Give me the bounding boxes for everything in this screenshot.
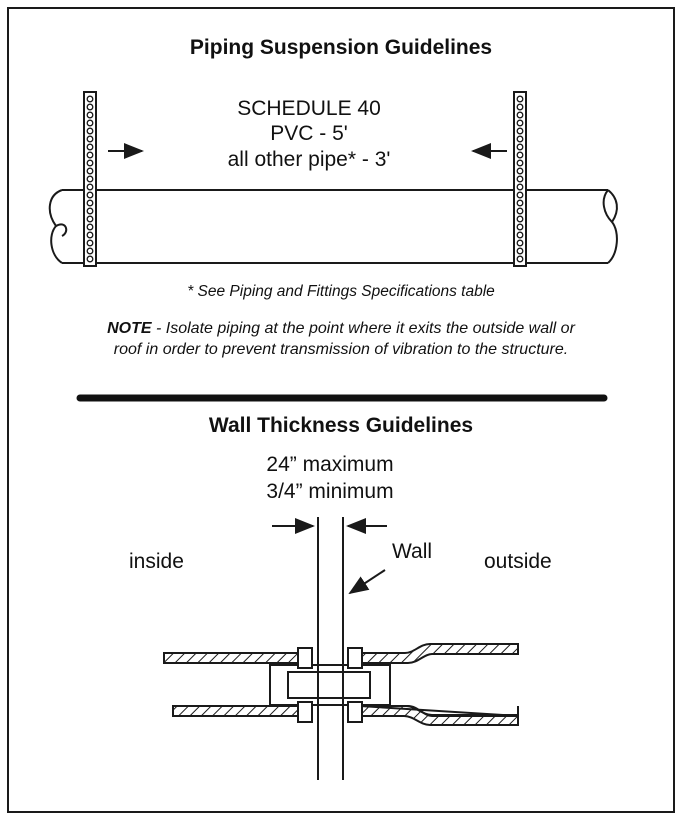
strap-hole <box>516 119 524 127</box>
strap-hole <box>86 167 94 175</box>
diagram-frame <box>7 7 675 813</box>
min-thickness-label: 3/4” minimum <box>266 480 394 503</box>
strap-hole <box>86 215 94 223</box>
spacing-label-other: all other pipe* - 3' <box>227 148 391 171</box>
strap-hole <box>86 239 94 247</box>
strap-hole <box>86 175 94 183</box>
wall-pointer-arrow <box>348 569 386 595</box>
strap-hole <box>86 119 94 127</box>
hanger-strap-right <box>513 91 527 267</box>
strap-hole <box>516 199 524 207</box>
strap-hole <box>516 127 524 135</box>
spacing-label-schedule: SCHEDULE 40 <box>237 97 381 120</box>
spacing-label-pvc: PVC - 5' <box>270 122 348 145</box>
strap-hole <box>86 95 94 103</box>
strap-hole <box>86 135 94 143</box>
strap-hole <box>86 207 94 215</box>
strap-hole <box>516 207 524 215</box>
strap-hole <box>86 199 94 207</box>
strap-hole <box>516 247 524 255</box>
strap-hole <box>516 223 524 231</box>
strap-hole <box>86 255 94 263</box>
strap-hole <box>516 215 524 223</box>
isolation-note: NOTE - Isolate piping at the point where… <box>107 318 575 360</box>
strap-hole <box>86 159 94 167</box>
strap-hole <box>516 111 524 119</box>
strap-hole <box>86 151 94 159</box>
strap-hole <box>516 255 524 263</box>
strap-hole <box>516 239 524 247</box>
strap-hole <box>86 231 94 239</box>
footnote: * See Piping and Fittings Specifications… <box>187 283 495 300</box>
strap-hole <box>86 111 94 119</box>
strap-hole <box>86 127 94 135</box>
suspended-pipe <box>48 189 618 264</box>
strap-hole <box>516 191 524 199</box>
strap-hole <box>516 159 524 167</box>
suspension-title: Piping Suspension Guidelines <box>189 36 493 59</box>
hanger-strap-left <box>83 91 97 267</box>
strap-hole <box>86 183 94 191</box>
wall-label: Wall <box>392 540 433 563</box>
note-line-1: - Isolate piping at the point where it e… <box>151 320 575 337</box>
strap-hole <box>86 247 94 255</box>
strap-hole <box>86 223 94 231</box>
strap-hole <box>516 135 524 143</box>
strap-hole <box>516 231 524 239</box>
wall-thickness-title: Wall Thickness Guidelines <box>208 414 474 437</box>
strap-hole <box>516 143 524 151</box>
outside-label: outside <box>484 550 552 573</box>
pipe-coupling <box>269 647 391 723</box>
strap-hole <box>516 167 524 175</box>
strap-hole <box>86 191 94 199</box>
strap-hole <box>86 143 94 151</box>
note-line-2: roof in order to prevent transmission of… <box>113 341 569 358</box>
strap-hole <box>516 183 524 191</box>
strap-hole <box>516 175 524 183</box>
inside-label: inside <box>129 550 184 573</box>
strap-hole <box>516 95 524 103</box>
strap-hole <box>86 103 94 111</box>
wall <box>317 517 344 780</box>
max-thickness-label: 24” maximum <box>266 453 394 476</box>
strap-hole <box>516 103 524 111</box>
note-lead: NOTE <box>107 320 152 337</box>
strap-hole <box>516 151 524 159</box>
